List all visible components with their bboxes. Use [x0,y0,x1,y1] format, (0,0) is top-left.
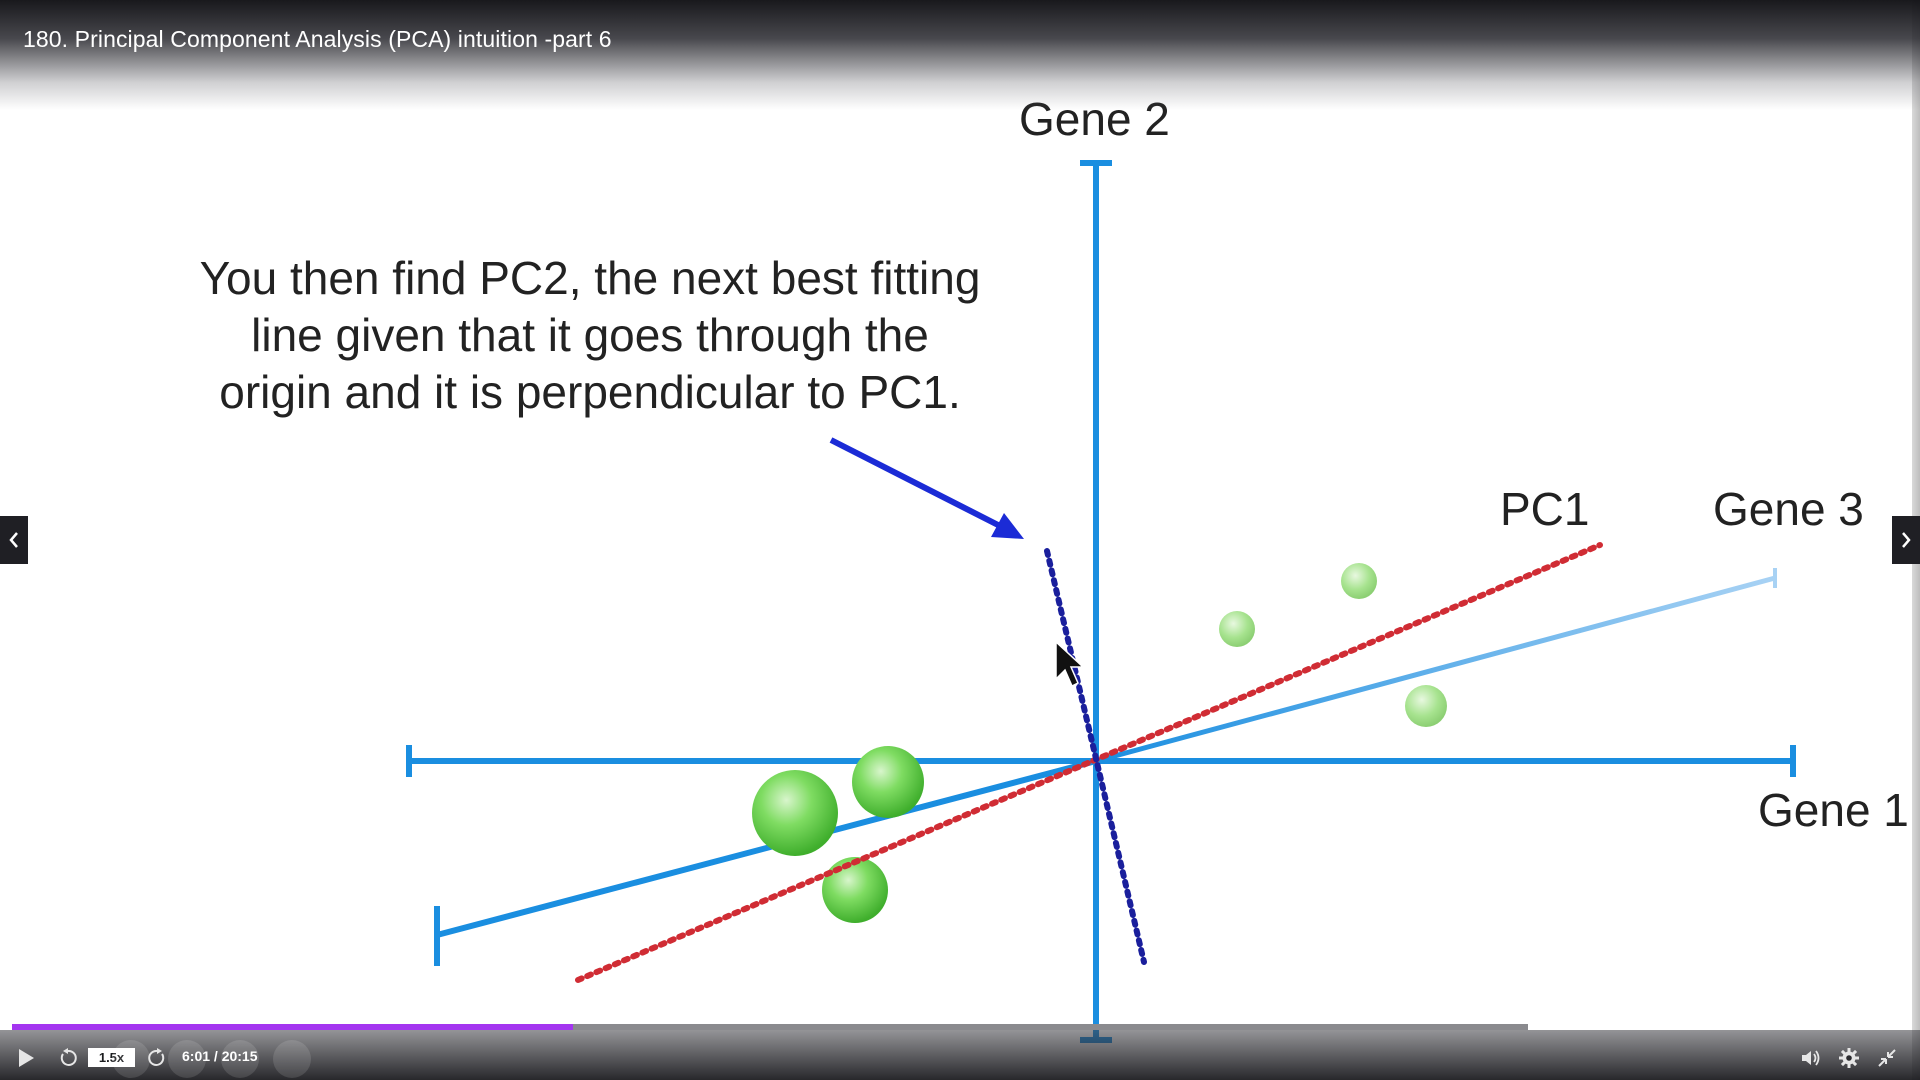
data-point [1219,611,1255,647]
gene1-label: Gene 1 [1758,784,1909,836]
control-bar: 1.5x 6:01 / 20:15 [0,1030,1920,1080]
forward-icon [148,1048,165,1066]
data-point [822,857,888,923]
ghost-control [221,1040,259,1078]
data-point [752,770,838,856]
playback-speed-button[interactable]: 1.5x [88,1048,135,1067]
data-point [1405,685,1447,727]
previous-lecture-button[interactable] [0,516,28,564]
caption-line: origin and it is perpendicular to PC1. [219,366,961,418]
caption-line: line given that it goes through the [251,309,929,361]
progress-bar[interactable] [12,1024,1528,1030]
volume-icon [1802,1050,1820,1066]
gene3-label: Gene 3 [1713,483,1864,535]
forward-button[interactable] [144,1045,170,1071]
mouse-cursor-icon [1055,640,1085,688]
play-button[interactable] [12,1045,40,1071]
annotation-arrowhead [991,513,1024,539]
pc1-label: PC1 [1500,483,1590,535]
video-title: 180. Principal Component Analysis (PCA) … [23,26,612,52]
next-lecture-button[interactable] [1892,516,1920,564]
ghost-control [112,1040,150,1078]
title-bar: 180. Principal Component Analysis (PCA) … [0,0,1920,110]
pc2-line [1044,548,1147,965]
slide-caption: You then find PC2, the next best fitting… [150,250,1030,421]
chevron-right-icon [1902,532,1911,548]
gear-icon [1839,1048,1859,1068]
caption-line: You then find PC2, the next best fitting [199,252,981,304]
pc1-line [575,542,1603,983]
progress-fill [12,1024,573,1030]
volume-button[interactable] [1797,1044,1825,1072]
gene3-axis-near [436,758,1097,938]
ghost-control [273,1040,311,1078]
exit-fullscreen-icon [1878,1049,1896,1067]
play-icon [19,1049,34,1067]
exit-fullscreen-button[interactable] [1873,1044,1901,1072]
rewind-button[interactable] [55,1045,81,1071]
ghost-control [168,1040,206,1078]
rewind-icon [60,1048,77,1066]
data-point [1341,563,1377,599]
settings-button[interactable] [1835,1044,1863,1072]
chevron-left-icon [9,532,18,548]
annotation-arrow [829,437,1004,530]
data-point [852,746,924,818]
gene3-axis-far [1095,575,1776,764]
time-display: 6:01 / 20:15 [182,1048,258,1064]
